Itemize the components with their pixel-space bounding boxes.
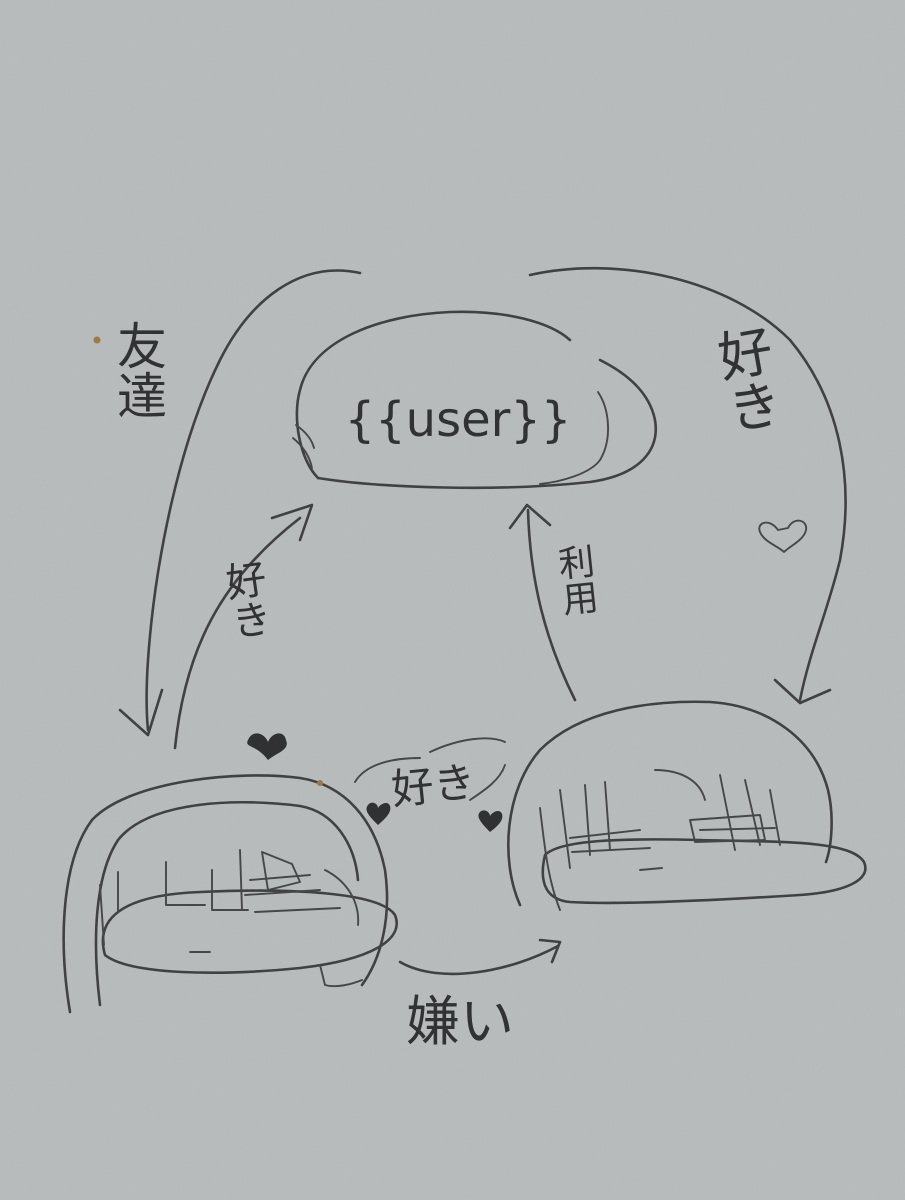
right-character-bang-3: [584, 784, 591, 856]
like-right-arrow: [528, 266, 847, 705]
left-character-side-hair: [324, 869, 360, 926]
heart-icon-middle-right: [478, 810, 503, 832]
right-character-eye: [689, 814, 766, 843]
dislike-arrow-head: [538, 938, 562, 964]
left-character-bang-4: [211, 869, 249, 911]
left-character-bang-5: [239, 849, 243, 911]
right-character-bang-5: [654, 769, 706, 801]
like-right-arrow-head: [773, 678, 832, 705]
friend-arrow: [118, 269, 362, 737]
user-node: {{user}}: [292, 310, 658, 490]
like-left-arrow-head: [270, 503, 314, 542]
use-arrow-line: [526, 508, 577, 702]
paper-speck-2: [317, 780, 323, 786]
right-character-face: [541, 838, 867, 905]
friend-arrow-head: [118, 688, 164, 737]
like-middle-swirl: [354, 737, 506, 801]
dislike-arrow: [398, 938, 562, 976]
left-character-hair-inner: [94, 800, 360, 1007]
like-right-arrow-line: [528, 266, 847, 702]
left-character-face: [101, 889, 398, 974]
like-middle-swirl-right: [469, 764, 506, 801]
friend-arrow-line: [145, 269, 362, 732]
user-node-outline-top: [295, 310, 572, 480]
like-left-arrow-line: [173, 516, 302, 750]
like-middle-label: 好き: [389, 757, 478, 815]
right-character: [507, 700, 867, 911]
heart-icon-right: [758, 519, 807, 553]
heart-icon-middle-left: [366, 802, 391, 825]
left-character-eye: [261, 851, 301, 891]
right-character-mouth: [639, 867, 663, 871]
left-character-bang-1: [99, 884, 105, 946]
like-left-label: 好き: [217, 557, 274, 643]
use-arrow-head: [508, 503, 552, 530]
like-middle-swirl-top: [429, 737, 506, 753]
heart-icon-left: [247, 733, 287, 760]
user-node-inner-stroke: [539, 391, 610, 485]
user-node-hatch-1: [292, 437, 313, 469]
paper-speck-1: [93, 336, 101, 344]
right-character-bang-1: [539, 807, 561, 911]
left-character-hair-outer: [62, 774, 389, 1014]
right-character-shading: [569, 827, 776, 853]
dislike-label: 嫌い: [406, 990, 514, 1053]
use-label: 利用: [551, 542, 600, 618]
right-character-bang-2: [559, 789, 571, 869]
right-character-bang-6: [719, 774, 781, 851]
user-node-label: {{user}}: [345, 392, 572, 448]
left-character-bang-3: [165, 861, 206, 906]
use-arrow: [508, 503, 577, 702]
right-character-hair-outer: [507, 700, 833, 907]
like-middle-swirl-left: [354, 757, 421, 783]
user-node-hatch-2: [295, 424, 315, 449]
left-character-hair-tip: [319, 964, 363, 988]
dislike-arrow-line: [398, 944, 560, 976]
left-character: [62, 774, 398, 1014]
user-node-outline-bottom: [316, 358, 658, 490]
right-character-bang-4: [604, 781, 611, 851]
left-character-shading: [244, 874, 341, 913]
friend-label: 友達: [109, 320, 167, 420]
like-left-arrow: [173, 503, 314, 750]
